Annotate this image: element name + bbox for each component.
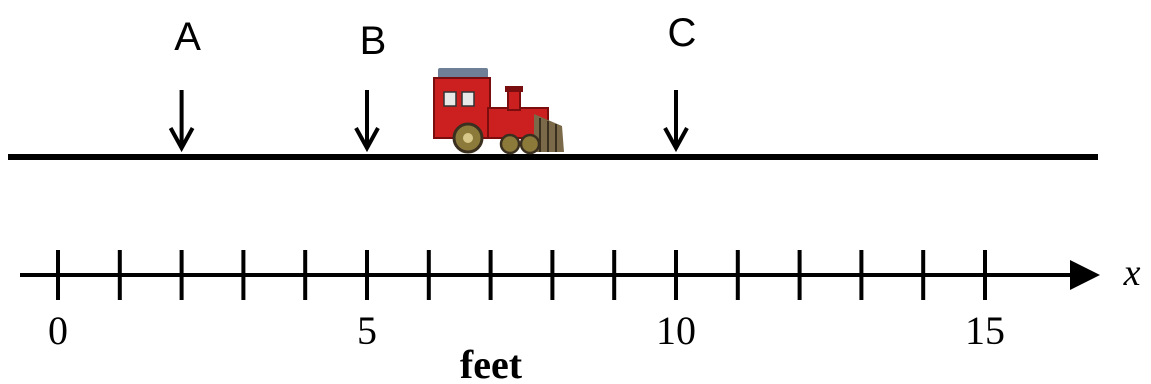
marker-a: A <box>168 15 201 153</box>
axis-arrowhead <box>1070 260 1100 290</box>
marker-c: C <box>663 11 697 153</box>
arrow-head <box>663 127 689 153</box>
train-chimney-top <box>505 86 523 92</box>
train-chimney <box>507 89 521 111</box>
axis-tick-label: 10 <box>656 308 696 353</box>
axis-tick-label: 0 <box>48 308 68 353</box>
train-wheel-small <box>499 133 521 155</box>
position-markers: A B C <box>168 11 697 153</box>
arrow-head <box>354 127 380 153</box>
train-window-right <box>461 91 475 107</box>
axis-tick-label: 5 <box>357 308 377 353</box>
train-icon <box>433 68 564 155</box>
axis-tick-labels: 0 5 10 15 <box>48 308 1005 353</box>
axis-tick-label: 15 <box>965 308 1005 353</box>
marker-label: C <box>668 11 697 55</box>
axis-ticks <box>56 250 987 300</box>
train-wheel-small <box>519 133 541 155</box>
train-window-left <box>443 91 457 107</box>
marker-label: B <box>360 19 387 63</box>
marker-b: B <box>354 19 387 153</box>
axis-variable-label: x <box>1123 252 1141 294</box>
marker-label: A <box>174 15 201 59</box>
arrow-head <box>168 127 195 153</box>
axis-unit-label: feet <box>460 342 523 384</box>
